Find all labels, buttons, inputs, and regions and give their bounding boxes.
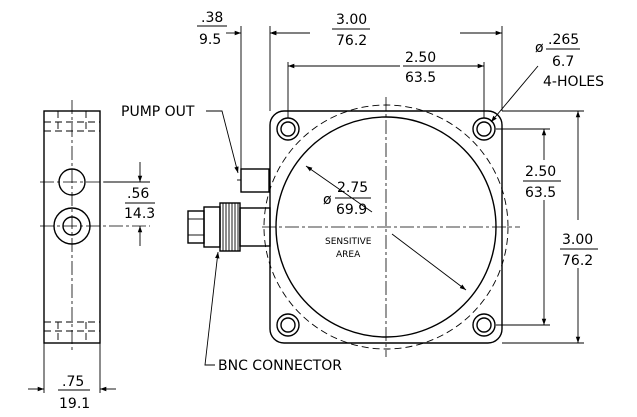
vert-spacing-mm: 63.5 xyxy=(525,185,556,201)
width-mm: 76.2 xyxy=(336,33,367,49)
pump-offset-mm: 9.5 xyxy=(199,32,221,48)
hole-dia-in: .265 xyxy=(548,32,579,48)
side-offset-in: .56 xyxy=(127,186,149,202)
pump-out-label: PUMP OUT xyxy=(121,104,195,120)
pump-out-fitting xyxy=(240,168,270,193)
hole-spacing-mm: 63.5 xyxy=(405,70,436,86)
side-view: .56 14.3 .75 19.1 xyxy=(28,100,155,412)
mounting-hole xyxy=(276,313,300,337)
bnc-connector xyxy=(187,202,271,252)
thickness-mm: 19.1 xyxy=(59,396,90,412)
height-mm: 76.2 xyxy=(562,253,593,269)
height-in: 3.00 xyxy=(562,232,593,248)
holes-label: 4-HOLES xyxy=(543,74,604,90)
hole-phi: ø xyxy=(535,40,544,56)
hole-spacing-in: 2.50 xyxy=(405,50,436,66)
hole-leader xyxy=(490,65,539,123)
mounting-hole xyxy=(472,313,496,337)
front-view: SENSITIVE AREA ø 2.75 69.9 xyxy=(187,97,520,357)
thickness-in: .75 xyxy=(62,374,84,390)
bnc-connector-leader xyxy=(204,251,220,366)
hole-dia-mm: 6.7 xyxy=(552,54,574,70)
bnc-connector-label: BNC CONNECTOR xyxy=(218,358,342,374)
width-in: 3.00 xyxy=(336,12,367,28)
pump-out-leader xyxy=(206,110,239,174)
sensitive-label: SENSITIVE xyxy=(325,237,372,247)
area-dia-mm: 69.9 xyxy=(336,202,367,218)
area-dia-in: 2.75 xyxy=(337,180,368,196)
pump-offset-in: .38 xyxy=(201,10,223,26)
area-phi: ø xyxy=(323,192,332,208)
vert-spacing-in: 2.50 xyxy=(525,164,556,180)
area-label: AREA xyxy=(336,250,361,260)
side-offset-mm: 14.3 xyxy=(124,206,155,222)
